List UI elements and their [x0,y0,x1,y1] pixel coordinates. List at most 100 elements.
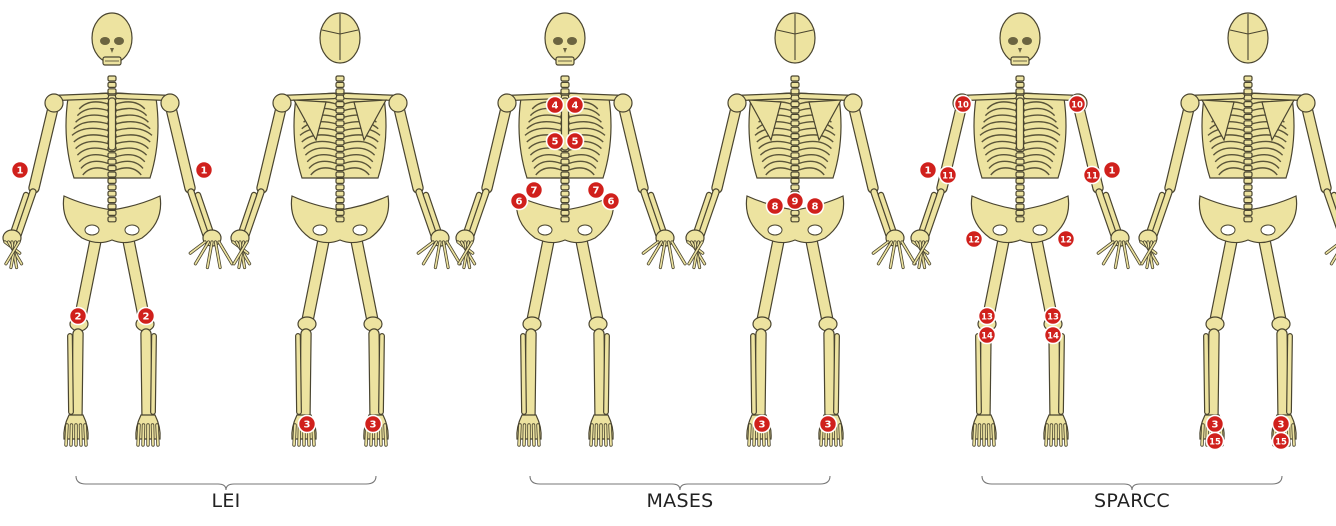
svg-text:15: 15 [1209,438,1221,448]
svg-text:7: 7 [531,186,538,197]
svg-text:3: 3 [304,420,311,431]
svg-text:8: 8 [812,202,819,213]
shoulder-joint [161,94,179,112]
svg-text:1: 1 [17,166,24,177]
svg-text:2: 2 [75,312,82,323]
svg-text:12: 12 [1060,236,1072,246]
marker-3: 3 [1273,416,1290,433]
skeleton-front [3,13,232,445]
foot [972,415,996,445]
tibia [77,334,78,414]
svg-text:3: 3 [370,420,377,431]
marker-5: 5 [567,133,584,150]
tibia [1213,334,1214,414]
shoulder-joint [45,94,63,112]
shoulder-joint [273,94,291,112]
marker-14: 14 [979,327,996,344]
tibia [1054,334,1055,414]
svg-text:2: 2 [143,312,150,323]
humerus [487,104,507,188]
shoulder-joint [844,94,862,112]
sternum [1017,98,1024,150]
hand [456,230,475,268]
svg-text:11: 11 [1086,172,1098,182]
fibula [1206,336,1207,412]
skeleton-back [1139,13,1336,445]
hand [686,230,705,268]
skull [92,13,132,63]
svg-text:12: 12 [968,236,980,246]
tibia [305,334,306,414]
fibula [153,336,154,412]
svg-text:13: 13 [1047,313,1059,323]
hand [1098,230,1140,268]
svg-text:1: 1 [201,166,208,177]
tibia [374,334,375,414]
marker-13: 13 [979,308,996,325]
marker-2: 2 [138,308,155,325]
svg-text:1: 1 [1109,166,1116,177]
humerus [853,104,873,188]
svg-text:1: 1 [925,166,932,177]
marker-12: 12 [966,231,983,248]
marker-3: 3 [754,416,771,433]
svg-text:5: 5 [552,137,559,148]
humerus [262,104,282,188]
group-brace [76,476,376,490]
marker-14: 14 [1045,327,1062,344]
marker-4: 4 [547,97,564,114]
humerus [623,104,643,188]
svg-text:4: 4 [572,101,579,112]
group-brace [982,476,1282,490]
humerus [1306,104,1326,188]
foot [1044,415,1068,445]
svg-text:5: 5 [572,137,579,148]
marker-8: 8 [807,198,824,215]
group-label-lei: LEI [211,490,240,512]
shoulder-joint [614,94,632,112]
marker-3: 3 [365,416,382,433]
fibula [1061,336,1062,412]
skull [545,13,585,63]
svg-text:6: 6 [516,197,523,208]
fibula [836,336,837,412]
hand [1139,230,1158,268]
marker-4: 4 [567,97,584,114]
marker-6: 6 [511,193,528,210]
svg-text:8: 8 [772,202,779,213]
shoulder-joint [728,94,746,112]
marker-7: 7 [526,182,543,199]
tibia [599,334,600,414]
fibula [753,336,754,412]
shoulder-joint [389,94,407,112]
svg-text:10: 10 [1071,101,1083,111]
marker-2: 2 [70,308,87,325]
shoulder-joint [1181,94,1199,112]
tibia [829,334,830,414]
svg-text:9: 9 [792,197,799,208]
shoulder-joint [498,94,516,112]
marker-15: 15 [1273,433,1290,450]
shoulder-joint [1297,94,1315,112]
marker-1: 1 [196,162,213,179]
group-label-mases: MASES [646,490,713,512]
foot [517,415,541,445]
hand [873,230,915,268]
foot [64,415,88,445]
skeleton-back [231,13,460,445]
hand [231,230,250,268]
svg-text:3: 3 [759,420,766,431]
svg-text:14: 14 [1047,332,1059,342]
marker-7: 7 [588,182,605,199]
group-brace [530,476,830,490]
marker-15: 15 [1207,433,1224,450]
marker-6: 6 [603,193,620,210]
skull [1000,13,1040,63]
svg-text:4: 4 [552,101,559,112]
fibula [381,336,382,412]
marker-10: 10 [955,96,972,113]
hand [418,230,460,268]
marker-3: 3 [299,416,316,433]
humerus [34,104,54,188]
